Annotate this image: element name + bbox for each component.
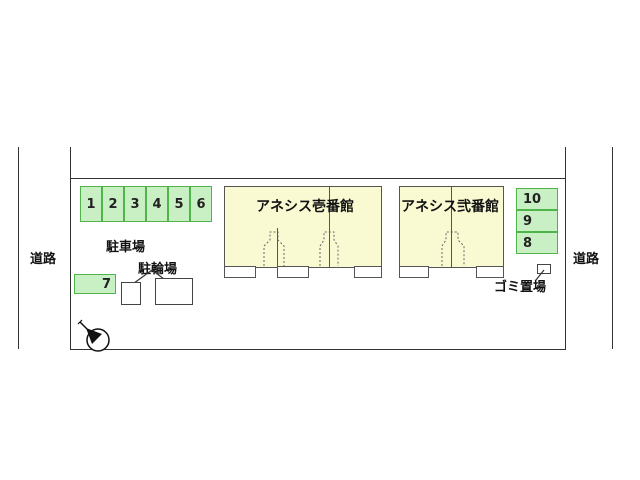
- unit-divider: [451, 186, 452, 268]
- parking-stall: 1: [80, 186, 102, 222]
- parking-stall: 7: [74, 274, 116, 294]
- parking-stall: 6: [190, 186, 212, 222]
- bicycle-rack: [121, 282, 141, 305]
- parking-stall: 8: [516, 232, 558, 254]
- left-road-line: [18, 147, 19, 349]
- entrance-step: [399, 266, 429, 278]
- parking-stall: 10: [516, 188, 558, 210]
- garbage-pointer: [535, 269, 545, 281]
- right-road-label: 道路: [573, 252, 600, 267]
- building-2-title: アネシス弐番館: [401, 199, 499, 215]
- parking-stall: 2: [102, 186, 124, 222]
- site-left-edge: [70, 147, 71, 178]
- building-1: [224, 186, 382, 268]
- right-road-line: [612, 147, 613, 349]
- stair-outline: [441, 231, 465, 266]
- north-arrow-icon: [77, 319, 110, 352]
- entrance-step: [277, 266, 309, 278]
- parking-stall: 9: [516, 210, 558, 232]
- parking-stall: 4: [146, 186, 168, 222]
- garbage-box: [537, 264, 551, 274]
- left-road-label: 道路: [30, 252, 57, 267]
- site-right-edge: [565, 147, 566, 178]
- entrance-step: [224, 266, 256, 278]
- bicycle-rack: [155, 278, 193, 305]
- entrance-step: [354, 266, 382, 278]
- parking-label: 駐車場: [106, 240, 146, 255]
- entrance-step: [476, 266, 504, 278]
- parking-stall: 5: [168, 186, 190, 222]
- parking-stall: 3: [124, 186, 146, 222]
- garbage-label: ゴミ置場: [494, 280, 547, 295]
- unit-divider: [329, 186, 330, 268]
- stair-outline: [263, 231, 339, 266]
- unit-divider: [277, 228, 278, 268]
- building-1-title: アネシス壱番館: [256, 199, 354, 215]
